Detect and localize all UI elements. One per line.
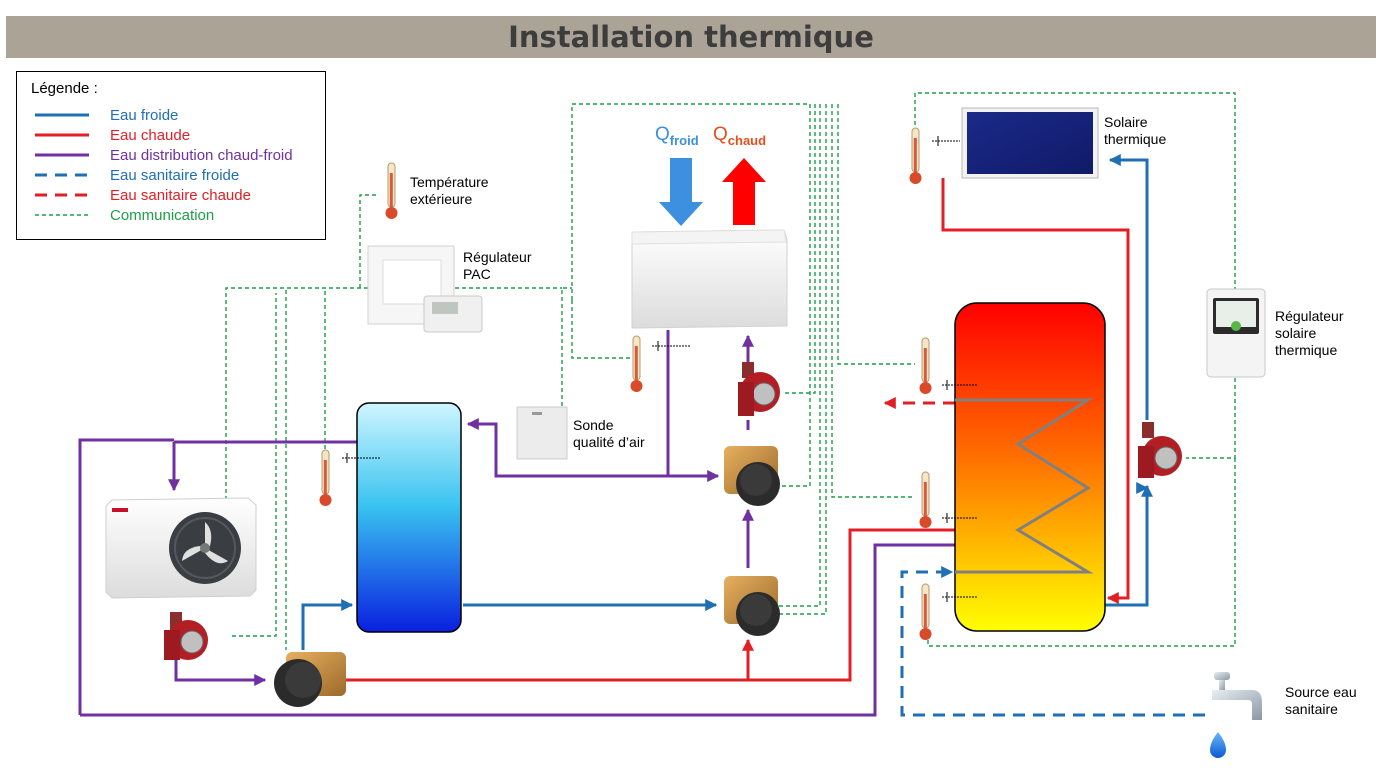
- legend-item-sanitary-hot: Eau sanitaire chaude: [35, 187, 251, 204]
- sensor-probes: [342, 136, 978, 602]
- mixing-valve-middle: [724, 446, 780, 506]
- mixing-valve-lower: [724, 576, 780, 636]
- circulation-pump-2: [738, 362, 780, 416]
- cold-water-lines: [301, 154, 1153, 650]
- sanitary-lines: [883, 397, 1205, 717]
- legend-item-communication: Communication: [35, 207, 215, 224]
- buffer-tank: [356, 402, 462, 633]
- legend-item-distribution: Eau distribution chaud-froid: [35, 147, 293, 164]
- water-tap-icon: [1210, 672, 1262, 758]
- indoor-unit: [631, 229, 788, 329]
- legend: Légende : Eau froide Eau chaude Eau dist…: [16, 71, 326, 240]
- hot-flow-arrow: [722, 158, 766, 225]
- legend-title: Légende :: [31, 80, 98, 97]
- pac-regulator: [367, 245, 483, 333]
- hot-water-lines: [335, 178, 1130, 682]
- cold-flow-arrow: [659, 158, 703, 226]
- air-quality-sensor: [516, 406, 568, 460]
- title-bar: Installation thermique: [6, 16, 1376, 58]
- mixing-valve-bottom-left: [274, 652, 346, 707]
- legend-item-cold-water: Eau froide: [35, 107, 179, 124]
- q-hot-label: Qchaud: [713, 124, 766, 148]
- solar-panel: [961, 107, 1099, 179]
- legend-item-hot-water: Eau chaude: [35, 127, 191, 144]
- distribution-lines: [78, 330, 955, 717]
- heat-pump-unit: [105, 497, 257, 599]
- hot-water-tank: [954, 302, 1106, 632]
- legend-item-sanitary-cold: Eau sanitaire froide: [35, 167, 240, 184]
- communication-lines: [225, 92, 1236, 650]
- circulation-pump-1: [164, 612, 208, 660]
- q-cold-label: Qfroid: [655, 124, 699, 148]
- thermometer-icon: [319, 127, 932, 640]
- solar-regulator: [1206, 288, 1266, 378]
- circulation-pump-3: [1138, 422, 1182, 478]
- diagram-title: Installation thermique: [508, 20, 874, 54]
